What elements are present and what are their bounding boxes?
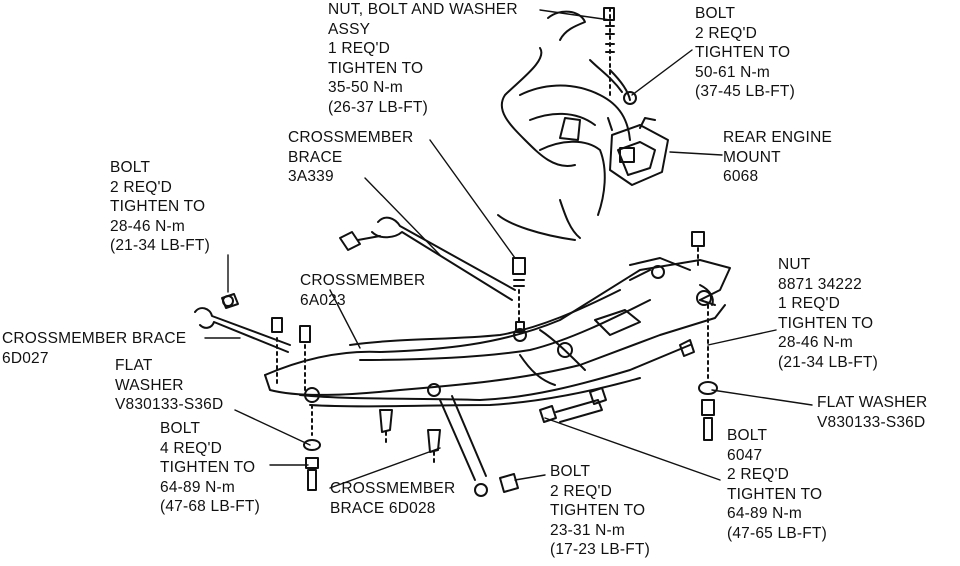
label-nut-bolt-washer: NUT, BOLT AND WASHER ASSY 1 REQ'D TIGHTE… bbox=[328, 1, 518, 116]
leader-lines bbox=[204, 9, 813, 489]
label-bolt-bottom-mid: BOLT 2 REQ'D TIGHTEN TO 23-31 N-m (17-23… bbox=[550, 463, 650, 558]
brace-3a339 bbox=[339, 216, 516, 301]
brace-6d028 bbox=[427, 383, 519, 497]
transmission-housing bbox=[497, 10, 631, 241]
label-crossmember-brace-3a339: CROSSMEMBER BRACE 3A339 bbox=[288, 129, 414, 185]
label-bolt-6047: BOLT 6047 2 REQ'D TIGHTEN TO 64-89 N-m (… bbox=[727, 427, 827, 542]
label-flat-washer-left: FLAT WASHER V830133-S36D bbox=[115, 357, 224, 413]
centre-nut-stack bbox=[512, 257, 526, 333]
label-bolt-top-right: BOLT 2 REQ'D TIGHTEN TO 50-61 N-m (37-45… bbox=[695, 5, 795, 100]
brace-6d027 bbox=[194, 293, 291, 353]
label-rear-engine-mount: REAR ENGINE MOUNT 6068 bbox=[723, 129, 832, 185]
label-flat-washer-right: FLAT WASHER V830133-S36D bbox=[817, 394, 928, 431]
label-bolt-4req: BOLT 4 REQ'D TIGHTEN TO 64-89 N-m (47-68… bbox=[160, 420, 260, 515]
right-bolt-stacks bbox=[539, 231, 718, 441]
label-crossmember-6a023: CROSSMEMBER 6A023 bbox=[300, 272, 426, 309]
label-crossmember-brace-6d027: CROSSMEMBER BRACE 6D027 bbox=[2, 330, 187, 367]
label-crossmember-brace-6d028: CROSSMEMBER BRACE 6D028 bbox=[330, 480, 456, 517]
rear-engine-mount bbox=[607, 117, 669, 186]
label-nut-right: NUT 8871 34222 1 REQ'D TIGHTEN TO 28-46 … bbox=[778, 256, 878, 371]
label-bolt-left: BOLT 2 REQ'D TIGHTEN TO 28-46 N-m (21-34… bbox=[110, 159, 210, 254]
crossmember-6a023 bbox=[264, 257, 731, 408]
